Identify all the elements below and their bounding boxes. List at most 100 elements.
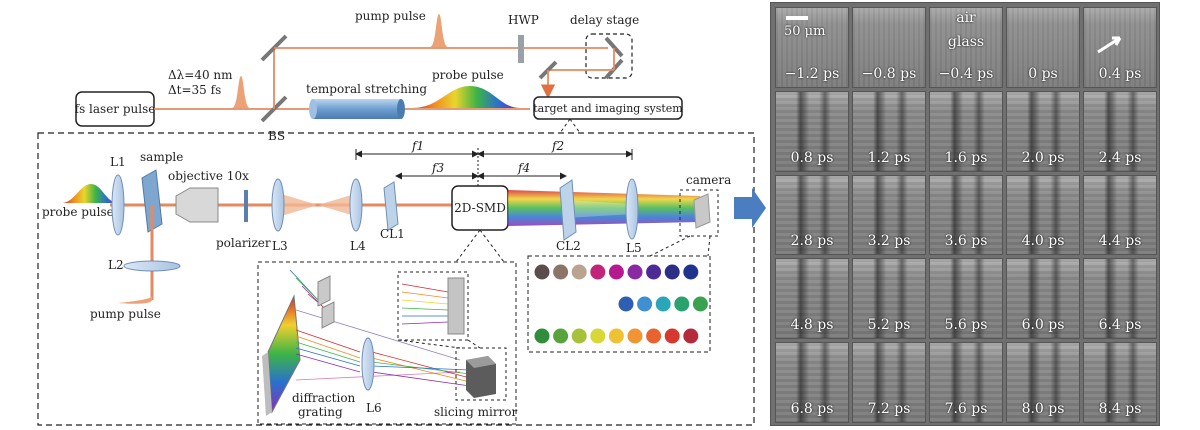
color-dot <box>534 264 550 280</box>
grating-label: grating <box>298 405 343 419</box>
color-dot <box>646 328 662 344</box>
grating-side <box>262 352 272 416</box>
frame-time-label: −0.4 ps <box>938 65 994 82</box>
time-frame: 4.8 ps <box>775 258 849 340</box>
fs-pulse-shape <box>232 76 250 108</box>
color-dot <box>590 328 606 344</box>
time-frame: 2.4 ps <box>1083 90 1157 172</box>
pump-pulse-spike <box>118 296 152 304</box>
color-dot <box>553 328 569 344</box>
zoom-line-right <box>569 118 581 134</box>
frame-time-label: 3.2 ps <box>867 233 911 250</box>
color-dot <box>571 328 587 344</box>
time-frame: 3.6 ps <box>929 174 1003 256</box>
color-dots-group <box>534 264 708 344</box>
frame-time-label: 1.6 ps <box>944 149 988 166</box>
cylindrical-lens-cl2 <box>559 179 577 241</box>
pump-pulse-top-label: pump pulse <box>355 9 426 23</box>
time-frame: 7.2 ps <box>852 342 926 423</box>
color-dot <box>608 328 624 344</box>
color-dot <box>655 296 671 312</box>
bandwidth-label: Δλ=40 nm <box>168 68 233 82</box>
beam-cone-l3-l4 <box>278 193 358 217</box>
objective-label: objective 10x <box>168 169 249 183</box>
frame-time-label: 6.0 ps <box>1021 317 1065 334</box>
time-frame: 4.0 ps <box>1006 174 1080 256</box>
temporal-stretching-label: temporal stretching <box>306 82 427 96</box>
time-frame: 6.0 ps <box>1006 258 1080 340</box>
time-frame: 5.6 ps <box>929 258 1003 340</box>
time-frame: 1.2 ps <box>852 90 926 172</box>
color-dot <box>683 264 699 280</box>
objective-lens <box>175 187 219 223</box>
camera-box <box>679 189 719 237</box>
output-mirror-2 <box>321 301 335 329</box>
smd-zoom-left <box>455 229 481 263</box>
blue-arrow <box>734 188 766 228</box>
frame-time-label: 2.4 ps <box>1098 149 1142 166</box>
spectral-beams <box>508 190 700 226</box>
scale-bar-label: 50 μm <box>784 24 826 39</box>
color-dot <box>553 264 569 280</box>
camera-zoom-right <box>707 235 711 257</box>
optical-setup-diagram: fs laser pulse Δλ=40 nm Δt=35 fs BS pump… <box>37 9 766 426</box>
stretcher-body <box>313 99 401 119</box>
smd-label: 2D-SMD <box>454 201 506 215</box>
cylindrical-lens-cl1 <box>383 181 399 231</box>
lens-l1 <box>111 174 125 236</box>
output-mirror-1 <box>317 275 331 307</box>
color-dot <box>534 328 550 344</box>
frame-time-label: 8.4 ps <box>1098 400 1142 417</box>
frame-time-label: −0.8 ps <box>861 65 917 82</box>
stack-zoom-line-1 <box>467 339 481 349</box>
stack-inset-box <box>397 271 469 341</box>
pump-pulse-bottom-label: pump pulse <box>90 307 161 321</box>
frame-time-label: 6.4 ps <box>1098 317 1142 334</box>
l4-label: L4 <box>350 239 366 253</box>
hwp-plate <box>518 35 524 63</box>
time-frame: 4.4 ps <box>1083 174 1157 256</box>
probe-pulse-top-shape <box>412 86 520 108</box>
camera-sensor <box>693 193 711 229</box>
color-dot <box>674 296 690 312</box>
arrow-icon <box>1097 36 1122 54</box>
time-frame: 8.0 ps <box>1006 342 1080 423</box>
time-frame: 3.2 ps <box>852 174 926 256</box>
time-frame: 0 ps <box>1006 7 1080 88</box>
frame-time-label: 0 ps <box>1028 65 1058 82</box>
diffraction-label: diffraction <box>292 391 356 405</box>
frame-time-label: 6.8 ps <box>790 400 834 417</box>
glass-label: glass <box>947 34 985 50</box>
frame-time-label: 0.8 ps <box>790 149 834 166</box>
time-frame: 5.2 ps <box>852 258 926 340</box>
stretcher-end-right <box>397 99 405 119</box>
color-dot <box>664 328 680 344</box>
color-dot <box>571 264 587 280</box>
target-imaging-box <box>533 96 683 120</box>
color-dot <box>590 264 606 280</box>
frame-time-label: −1.2 ps <box>784 65 840 82</box>
f1-label: f1 <box>411 139 424 153</box>
color-dot <box>627 328 643 344</box>
cl1-label: CL1 <box>380 227 405 241</box>
slicing-mirror-label: slicing mirror <box>434 405 518 419</box>
frame-time-label: 3.6 ps <box>944 233 988 250</box>
lens-l2 <box>123 260 181 272</box>
f2-label: f2 <box>551 139 564 153</box>
time-frame: −1.2 ps 50 μm <box>775 7 849 88</box>
slicing-mirror-box <box>455 347 507 401</box>
time-frame: 2.0 ps <box>1006 90 1080 172</box>
lens-l6 <box>361 337 375 391</box>
bs-label: BS <box>268 129 285 143</box>
color-dot <box>646 264 662 280</box>
color-dot <box>692 296 708 312</box>
probe-pulse-left-label: probe pulse <box>42 205 114 219</box>
lens-l3 <box>271 178 285 232</box>
target-imaging-label: target and imaging system <box>533 102 683 115</box>
frame-time-label: 1.2 ps <box>867 149 911 166</box>
sample-block <box>141 169 163 233</box>
frame-time-label: 5.2 ps <box>867 317 911 334</box>
smd-zoom-right <box>479 229 505 263</box>
